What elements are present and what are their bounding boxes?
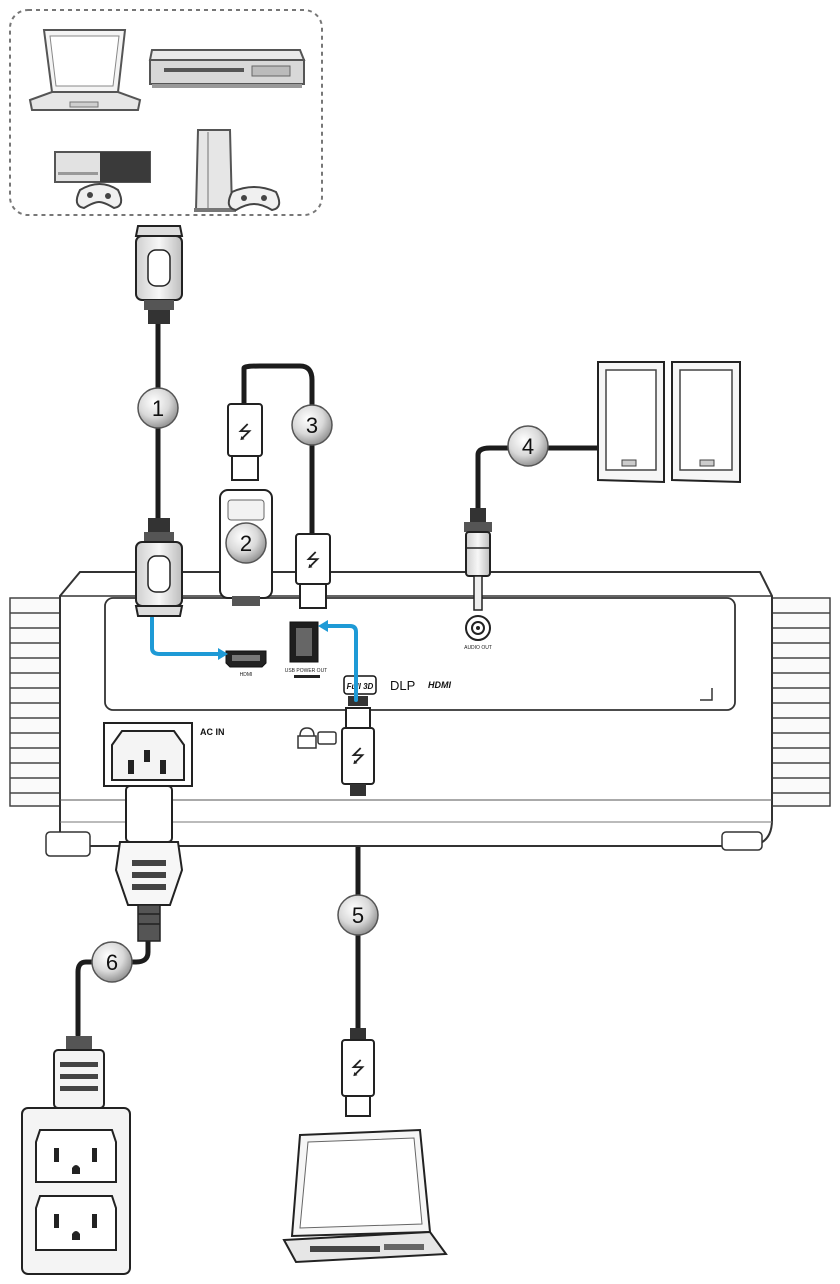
svg-text:DLP: DLP — [390, 678, 415, 693]
hdmi-logo: HDMI — [428, 680, 451, 690]
signal-arrows — [150, 616, 358, 702]
usb-plug-power: ⭍ — [295, 533, 331, 609]
svg-text:⭍: ⭍ — [351, 1058, 366, 1079]
ac-in-label: AC IN — [200, 727, 225, 737]
audio-out-port[interactable] — [465, 615, 491, 641]
hdmi-plug-top — [134, 225, 184, 324]
callout-5: 5 — [337, 894, 379, 936]
laptop-icon — [28, 29, 142, 111]
callout-6-number: 6 — [106, 950, 118, 975]
usb-plug-dongle: ⭍ — [227, 403, 263, 481]
hdmi-plug-bottom — [134, 518, 184, 617]
usb-power-port-label: USB POWER OUT — [285, 668, 328, 674]
callout-4-number: 4 — [522, 434, 534, 459]
projector-rear-panel: HDMI USB POWER OUT AUDIO OUT Full 3D DLP… — [9, 571, 831, 857]
callout-1-number: 1 — [152, 396, 164, 421]
cable-audio — [475, 445, 601, 513]
svg-text:⭍: ⭍ — [351, 746, 366, 767]
callout-1: 1 — [137, 387, 179, 429]
callout-2-number: 2 — [240, 531, 252, 556]
wall-outlet-icon — [21, 1107, 131, 1275]
dvd-player-icon — [148, 49, 306, 88]
svg-text:HDMI: HDMI — [428, 680, 451, 690]
callout-4: 4 — [507, 425, 549, 467]
left-vent-grille — [9, 597, 61, 807]
usb-service-port[interactable] — [348, 696, 368, 706]
source-devices-group — [9, 9, 323, 216]
svg-text:⭍: ⭍ — [306, 550, 321, 571]
usb-plug-service-top: ⭍ — [341, 707, 375, 796]
hdmi-port[interactable] — [225, 650, 267, 668]
audio-jack-plug — [464, 508, 492, 611]
callout-5-number: 5 — [352, 903, 364, 928]
usb-plug-service-bottom: ⭍ — [341, 1028, 375, 1117]
callout-3-number: 3 — [306, 413, 318, 438]
xbox-console-icon — [54, 151, 151, 210]
callout-3: 3 — [291, 404, 333, 446]
full3d-logo: Full 3D — [343, 675, 377, 695]
dlp-logo: DLP — [390, 678, 415, 693]
svg-text:⭍: ⭍ — [238, 422, 253, 443]
ac-power-inlet[interactable] — [103, 722, 193, 787]
audio-out-port-label: AUDIO OUT — [464, 645, 492, 651]
svg-text:Full 3D: Full 3D — [347, 682, 374, 691]
hdmi-port-label: HDMI — [240, 672, 253, 678]
security-lock-icon — [297, 727, 337, 749]
power-plug — [114, 785, 184, 942]
right-vent-grille — [769, 597, 831, 807]
laptop-bottom-icon — [282, 1128, 448, 1264]
usb-power-port[interactable] — [289, 621, 319, 663]
speakers-icon — [597, 361, 741, 484]
callout-6: 6 — [91, 941, 133, 983]
cable-usb-power — [241, 363, 315, 538]
playstation-console-icon — [194, 129, 281, 212]
callout-2: 2 — [225, 522, 267, 564]
